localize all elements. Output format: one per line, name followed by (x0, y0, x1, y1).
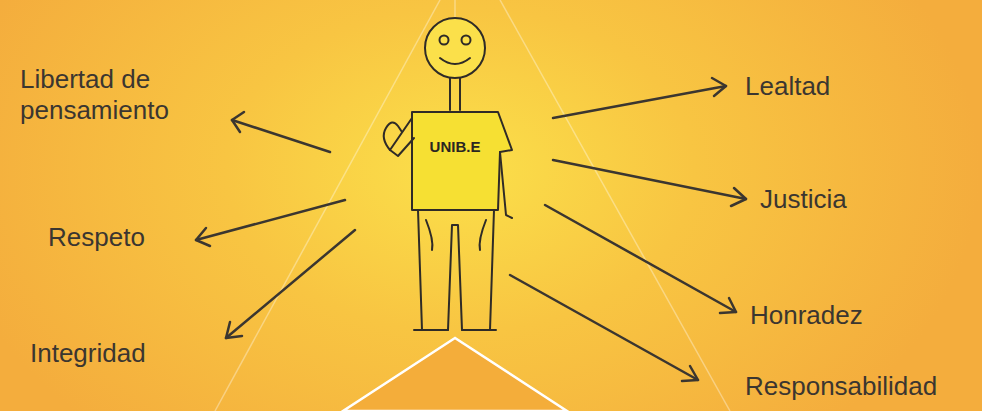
shirt-logo: UNIB.E (412, 138, 498, 156)
light-rays (215, 0, 730, 411)
value-label: Lealtad (745, 71, 965, 102)
value-label: Honradez (750, 300, 970, 331)
bottom-triangle (343, 338, 567, 411)
value-label: Responsabilidad (745, 371, 977, 402)
value-label: Justicia (760, 184, 960, 215)
value-label: Libertad de pensamiento (20, 64, 215, 126)
stick-figure (384, 18, 512, 330)
leader-arrows (196, 78, 746, 381)
value-label: Integridad (30, 338, 210, 369)
value-label: Respeto (48, 222, 188, 253)
